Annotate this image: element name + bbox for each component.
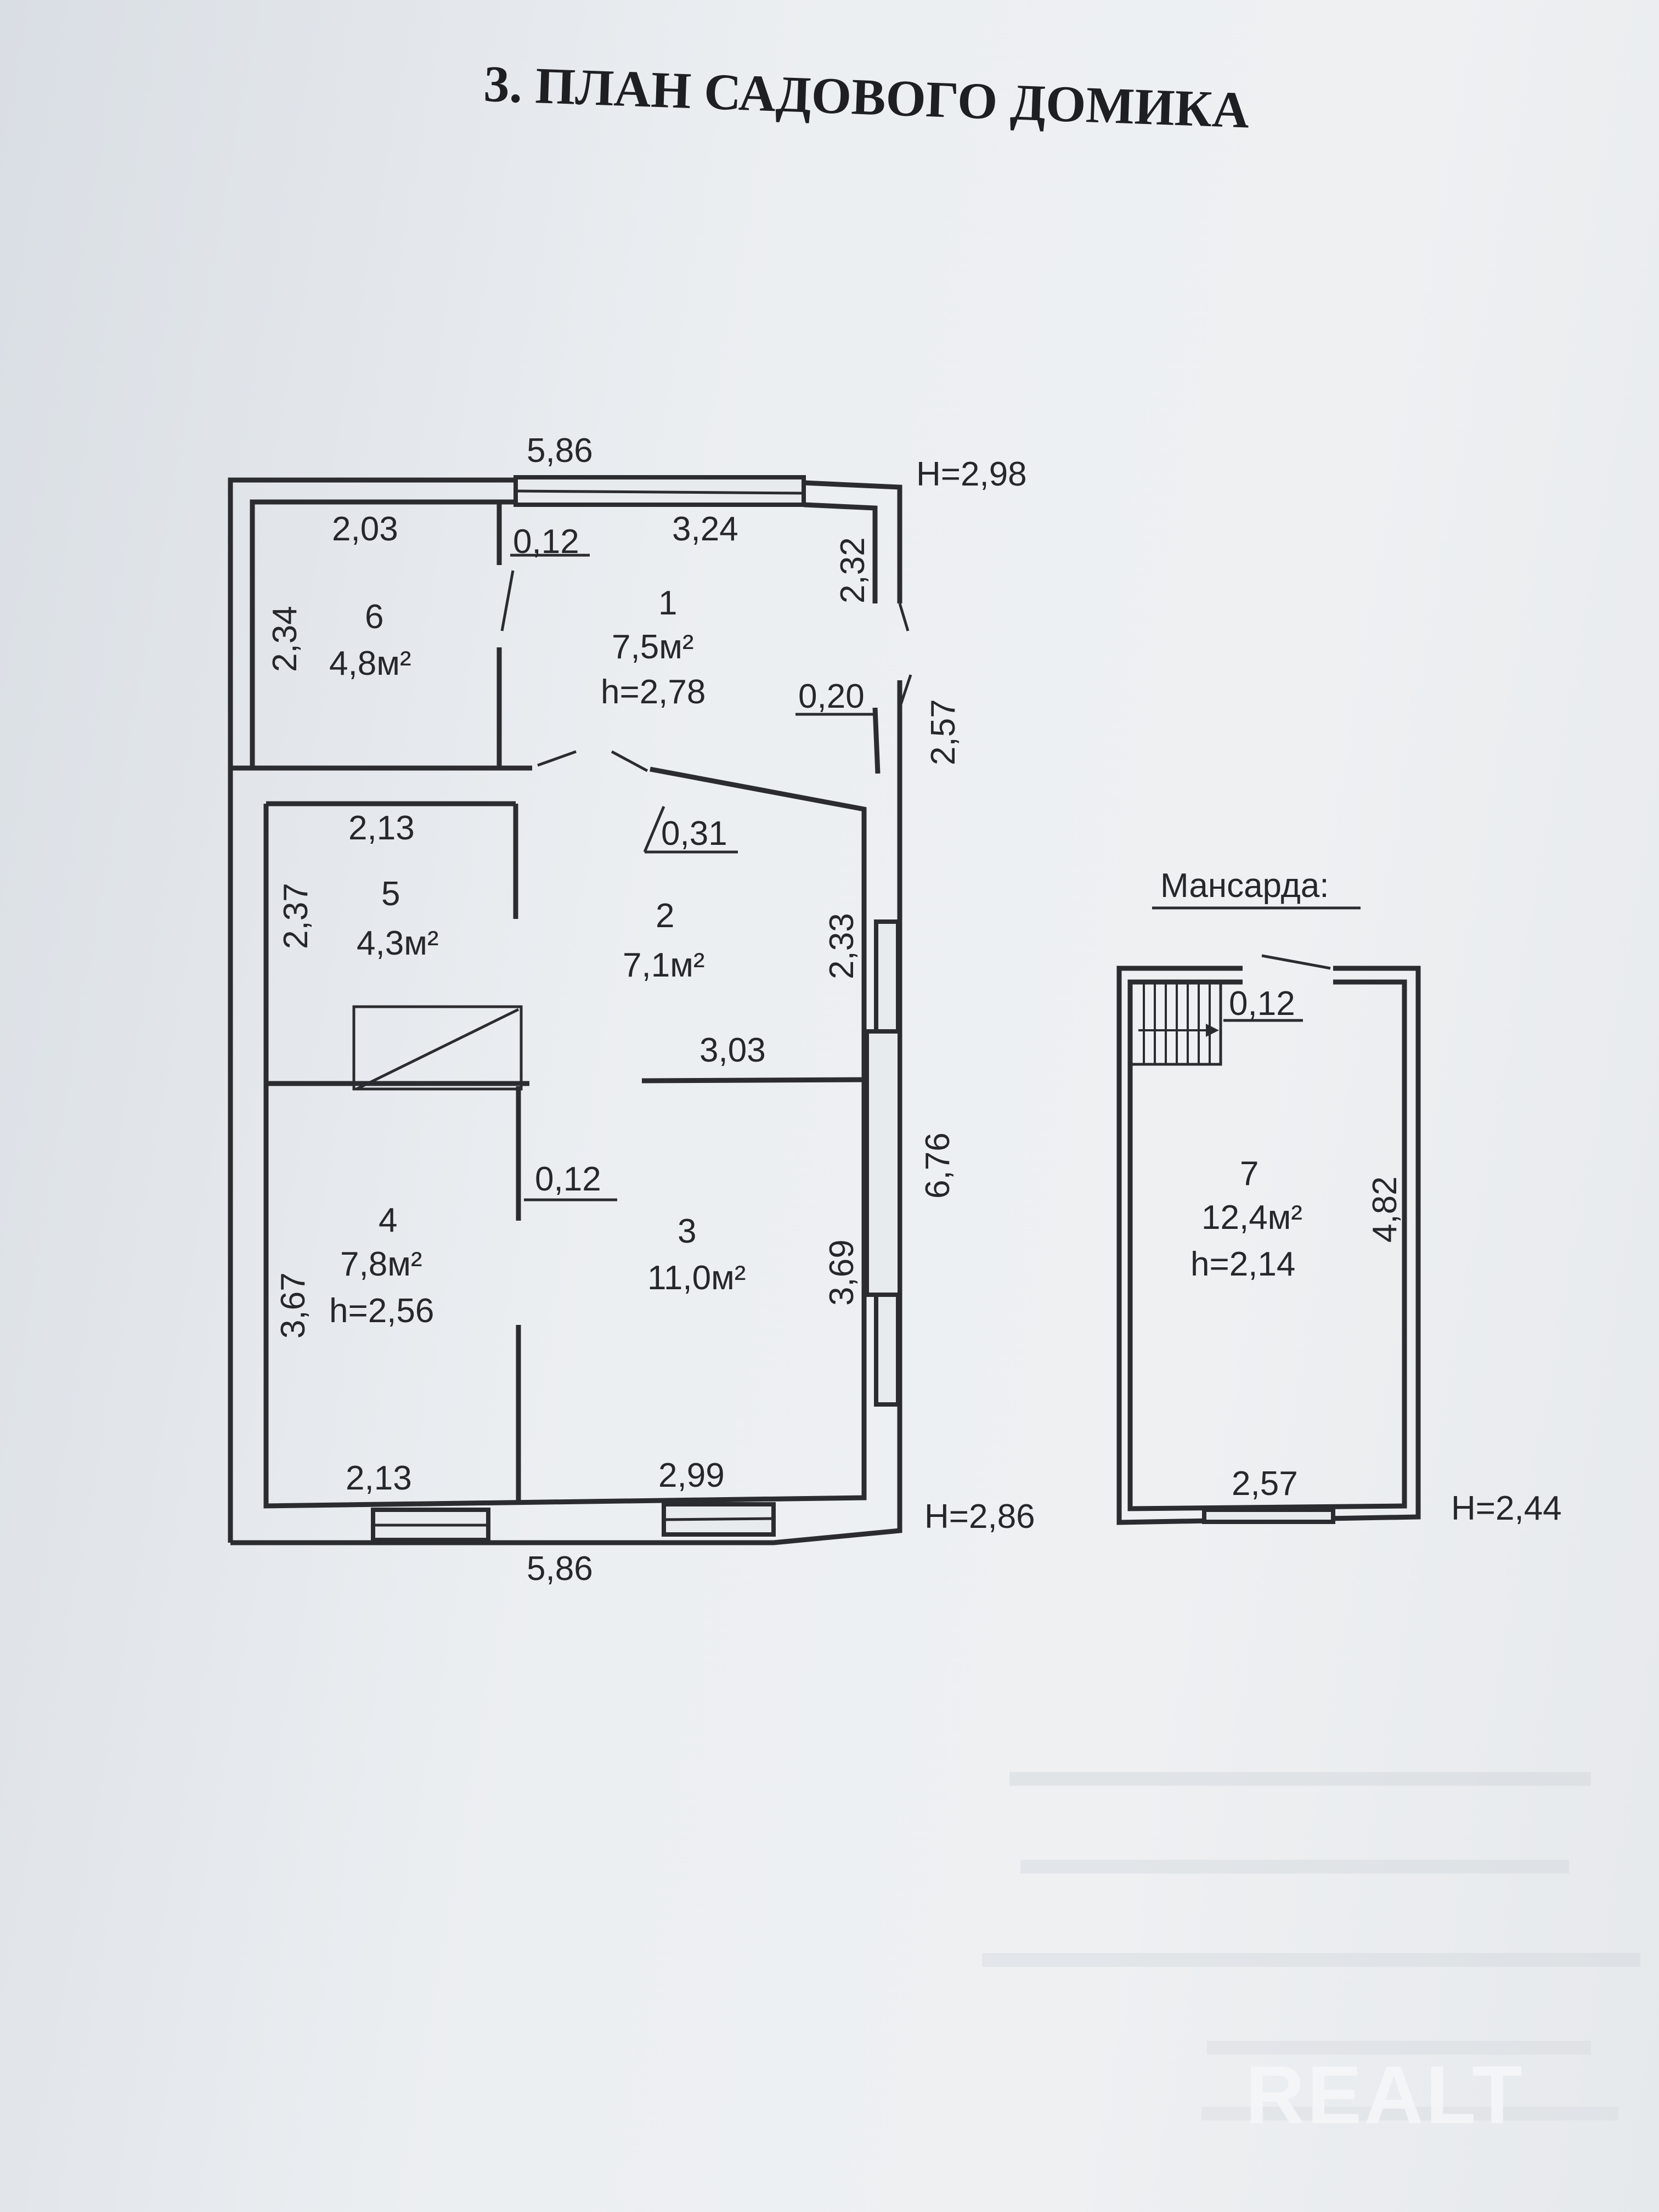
dim-top-width: 5,86 <box>527 432 593 470</box>
realt-watermark-logo: REALT <box>1245 2049 1525 2141</box>
room-area: 4,3м² <box>357 924 438 962</box>
room-number: 5 <box>381 875 400 913</box>
room-height: h=2,56 <box>329 1292 434 1330</box>
room-5: 5 4,3м² <box>357 875 438 962</box>
dim-label: 3,67 <box>274 1272 312 1339</box>
room-number: 3 <box>678 1212 696 1250</box>
room-3: 3 11,0м² <box>647 1212 746 1297</box>
dim-label: 0,12 <box>535 1160 601 1198</box>
room-2: 2 7,1м² <box>623 897 704 984</box>
room-number: 1 <box>658 584 677 622</box>
room-number: 7 <box>1240 1155 1259 1193</box>
room-area: 7,8м² <box>340 1245 422 1283</box>
dim-label: 2,03 <box>332 510 398 548</box>
attic-height: H=2,44 <box>1451 1489 1562 1527</box>
room-area: 11,0м² <box>647 1259 746 1297</box>
dim-label: 3,24 <box>672 510 738 548</box>
attic-plan: Мансарда: 0,12 7 12,4м² h=2,14 4,82 2,57… <box>1116 867 1562 1527</box>
room-labels: 1 7,5м² h=2,78 6 4,8м² 5 4,3м² 2 7,1м² 4… <box>329 584 746 1330</box>
dim-label: 0,12 <box>513 523 579 561</box>
dim-label: 2,13 <box>348 809 415 847</box>
dim-label: 2,32 <box>834 537 872 603</box>
bleed-through-text <box>982 1772 1640 2120</box>
dim-label: 2,33 <box>823 913 861 979</box>
dim-label: 2,99 <box>658 1457 725 1494</box>
dim-label: 3,69 <box>823 1239 861 1306</box>
room-4: 4 7,8м² h=2,56 <box>329 1201 434 1330</box>
room-area: 12,4м² <box>1201 1199 1302 1237</box>
room-area: 4,8м² <box>329 645 411 682</box>
attic-label: Мансарда: <box>1160 867 1329 905</box>
dim-label: 0,31 <box>661 815 727 853</box>
ground-floor-dimensions: 5,86 H=2,98 2,03 0,12 3,24 2,32 2,34 0,2… <box>266 432 1035 1588</box>
dim-height-top: H=2,98 <box>916 455 1027 493</box>
plan-title: 3. ПЛАН САДОВОГО ДОМИКА <box>483 55 1250 139</box>
room-number: 2 <box>656 897 674 935</box>
attic-dim: 2,57 <box>1232 1465 1298 1503</box>
room-area: 7,5м² <box>612 628 693 666</box>
room-height: h=2,14 <box>1190 1245 1295 1283</box>
dim-label: 2,37 <box>277 883 315 949</box>
dim-label: 0,20 <box>798 678 865 715</box>
dim-height-bottom: H=2,86 <box>924 1498 1035 1536</box>
room-6: 6 4,8м² <box>329 598 411 682</box>
dim-label: 2,34 <box>266 606 304 672</box>
ground-floor-walls <box>228 475 912 1545</box>
dim-side-length: 6,76 <box>919 1132 957 1199</box>
dim-label: 2,13 <box>346 1459 412 1497</box>
room-height: h=2,78 <box>601 673 706 711</box>
attic-dim: 4,82 <box>1366 1176 1404 1243</box>
room-area: 7,1м² <box>623 946 704 984</box>
room-number: 6 <box>365 598 383 636</box>
room-1: 1 7,5м² h=2,78 <box>601 584 706 711</box>
attic-dim: 0,12 <box>1229 985 1295 1023</box>
dim-label: 2,57 <box>924 699 962 765</box>
dim-label: 3,03 <box>699 1031 766 1069</box>
dim-bottom-width: 5,86 <box>527 1550 593 1588</box>
room-number: 4 <box>379 1201 397 1239</box>
